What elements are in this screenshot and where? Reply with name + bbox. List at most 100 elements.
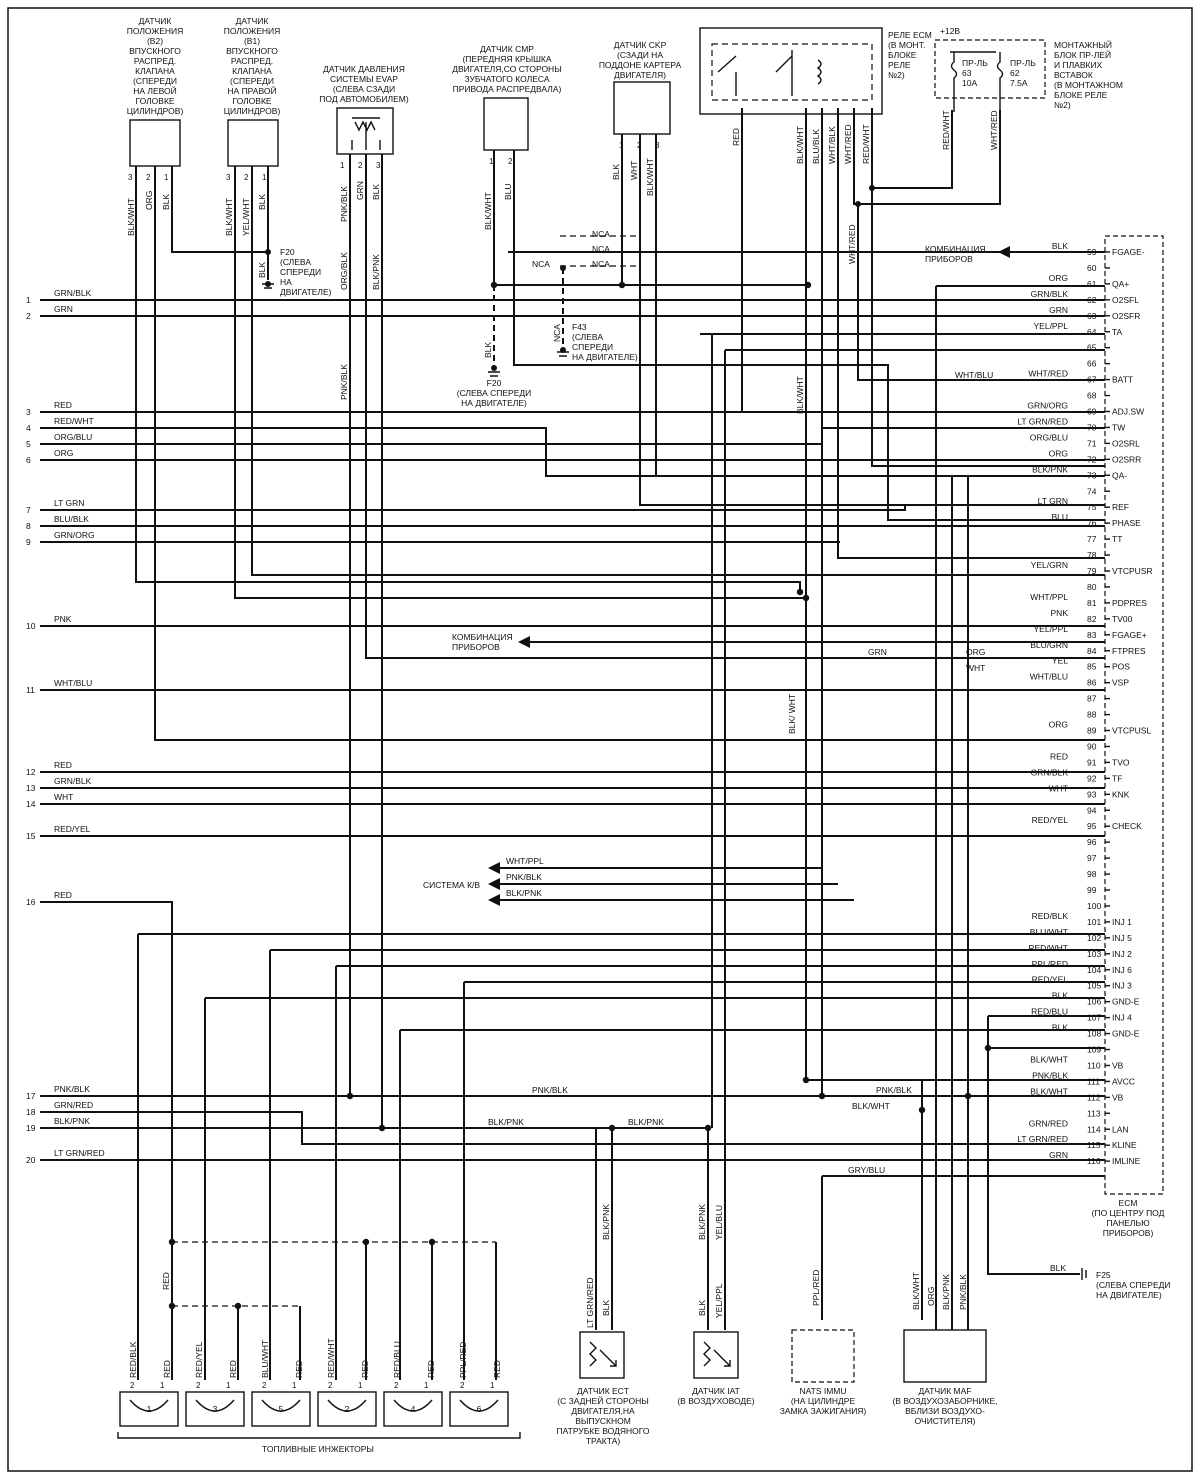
left-line-number: 19 <box>26 1123 36 1133</box>
left-lines: 1GRN/BLK2GRN3RED4RED/WHT5ORG/BLU6ORG7LT … <box>26 288 105 1165</box>
ecm-pin-number: 70 <box>1087 422 1097 432</box>
ecm-pin-number: 81 <box>1087 598 1097 608</box>
nca-4: NCA <box>592 259 610 269</box>
f25-l1: (СЛЕВА СПЕРЕДИ <box>1096 1280 1170 1290</box>
svg-text:2: 2 <box>460 1381 465 1390</box>
left-line-wire: BLU/BLK <box>54 514 89 524</box>
left-line-number: 13 <box>26 783 36 793</box>
cmp-label-4: ПРИВОДА РАСПРЕДВАЛА) <box>453 84 562 94</box>
svg-text:2: 2 <box>358 161 363 170</box>
ecm-pin-number: 102 <box>1087 933 1101 943</box>
relay-label-0: РЕЛЕ ECM <box>888 30 932 40</box>
b1-label-2: (B1) <box>244 36 260 46</box>
ecm-pin-function: GND-E <box>1112 1029 1140 1039</box>
b1-wire-2: BLK <box>257 194 267 210</box>
ecm-pin-function: INJ 3 <box>1112 981 1132 991</box>
ecm-pin-number: 77 <box>1087 534 1097 544</box>
injector-wire: RED <box>294 1360 304 1378</box>
pnk-blk-mid: PNK/BLK <box>532 1085 568 1095</box>
left-line-wire: GRN/BLK <box>54 288 92 298</box>
ecm-pin-number: 59 <box>1087 247 1097 257</box>
svg-text:2: 2 <box>244 173 249 182</box>
relay-wire-1: BLK/WHT <box>795 126 805 164</box>
ecm-pin-number: 106 <box>1087 997 1101 1007</box>
fuse62-l1: 62 <box>1010 68 1020 78</box>
ecm-pin-wire: RED/BLK <box>1032 911 1069 921</box>
sistema-kv: СИСТЕМА К/В <box>423 880 480 890</box>
ecm-pin-function: KNK <box>1112 789 1130 799</box>
f20a-l0: F20 <box>280 247 295 257</box>
ecm-pin-wire: GRN <box>1049 305 1068 315</box>
ecm-pin-function: IMLINE <box>1112 1156 1141 1166</box>
fuseblock-l3: ВСТАВОК <box>1054 70 1093 80</box>
fuse-wire-0: RED/WHT <box>941 110 951 150</box>
injector-wire: BLU/WHT <box>260 1340 270 1378</box>
iat-sensor: ДАТЧИК IAT (В ВОЗДУХОВОДЕ) <box>677 1331 755 1406</box>
ecm-pin-wire: YEL/PPL <box>1034 624 1069 634</box>
junction-dot <box>490 281 498 289</box>
svg-text:1: 1 <box>424 1381 429 1390</box>
junction-dot <box>704 1124 712 1132</box>
b2-wire-0: BLK/WHT <box>126 198 136 236</box>
junction-dot <box>918 1106 926 1114</box>
ckp-wire-2: BLK/WHT <box>645 158 655 196</box>
ecm-pin-function: QA- <box>1112 470 1127 480</box>
iat-l1: (В ВОЗДУХОВОДЕ) <box>677 1396 754 1406</box>
left-line-number: 10 <box>26 621 36 631</box>
kombinacia-top-0: КОМБИНАЦИЯ <box>925 244 986 254</box>
relay-wire-3: WHT/BLK <box>827 126 837 164</box>
ecm-pin-wire: PNK/BLK <box>1032 1070 1068 1080</box>
ecm-pin-wire: BLU <box>1051 512 1068 522</box>
injector-wire: RED <box>162 1360 172 1378</box>
blk-pnk-mid: BLK/PNK <box>488 1117 524 1127</box>
f20b-l2: НА ДВИГАТЕЛЕ) <box>461 398 527 408</box>
svg-text:1: 1 <box>490 1381 495 1390</box>
left-line-number: 18 <box>26 1107 36 1117</box>
ecm-pin-number: 98 <box>1087 869 1097 879</box>
ecm-pin-wire: RED/BLU <box>1031 1007 1068 1017</box>
f20a-l2: СПЕРЕДИ <box>280 267 321 277</box>
ecm-pin-function: INJ 6 <box>1112 965 1132 975</box>
junction-dot <box>362 1238 370 1246</box>
iat-wire-2: BLK <box>697 1300 707 1316</box>
f43-l1: (СЛЕВА <box>572 332 603 342</box>
grn-in-tag: GRN <box>868 647 887 657</box>
injector-wire: RED/WHT <box>326 1338 336 1378</box>
b2-wire-1: ORG <box>144 191 154 210</box>
b1-label-3: ВПУСКНОГО <box>226 46 278 56</box>
cmp-label-1: (ПЕРЕДНЯЯ КРЫШКА <box>462 54 551 64</box>
ecm-pin-wire: WHT/BLU <box>1030 672 1068 682</box>
ecm-pin-number: 76 <box>1087 518 1097 528</box>
evap-wire-4: BLK/PNK <box>371 254 381 290</box>
svg-text:2: 2 <box>508 157 513 166</box>
injector-wire: RED <box>360 1360 370 1378</box>
b2-wire-2: BLK <box>161 194 171 210</box>
ecm-pin-function: INJ 4 <box>1112 1013 1132 1023</box>
ecm-pin-function: O2SRL <box>1112 438 1140 448</box>
ecm-pin-wire: BLU/GRN <box>1030 640 1068 650</box>
evap-wire-5: PNK/BLK <box>339 364 349 400</box>
ecm-pin-number: 111 <box>1087 1076 1100 1086</box>
left-line-wire: GRN/ORG <box>54 530 95 540</box>
ground-f20a: F20 (СЛЕВА СПЕРЕДИ НА ДВИГАТЕЛЕ) <box>262 247 332 297</box>
left-line-wire: RED/WHT <box>54 416 94 426</box>
relay-wire-6: WHT/RED <box>847 224 857 264</box>
ecm-l0: ECM <box>1119 1198 1138 1208</box>
b1-label-0: ДАТЧИК <box>236 16 269 26</box>
left-line-number: 2 <box>26 311 31 321</box>
ecm-pin-wire: ORG/BLU <box>1030 432 1068 442</box>
iat-wire-3: YEL/PPL <box>714 1283 724 1318</box>
blk-wht-mid: BLK/WHT <box>795 376 805 414</box>
ecm-pin-function: AVCC <box>1112 1076 1135 1086</box>
ect-l4: ПАТРУБКЕ ВОДЯНОГО <box>557 1426 650 1436</box>
ckp-sensor: ДАТЧИК CKP (СЗАДИ НА ПОДДОНЕ КАРТЕРА ДВИ… <box>599 40 682 150</box>
maf-l0: ДАТЧИК MAF <box>919 1386 972 1396</box>
ecm-pin-wire: PNK <box>1051 608 1069 618</box>
ecm-pin-number: 109 <box>1087 1045 1101 1055</box>
nats-immu: NATS IMMU (НА ЦИЛИНДРЕ ЗАМКА ЗАЖИГАНИЯ) <box>780 1329 866 1416</box>
wht-blu-tag: WHT/BLU <box>955 370 993 380</box>
